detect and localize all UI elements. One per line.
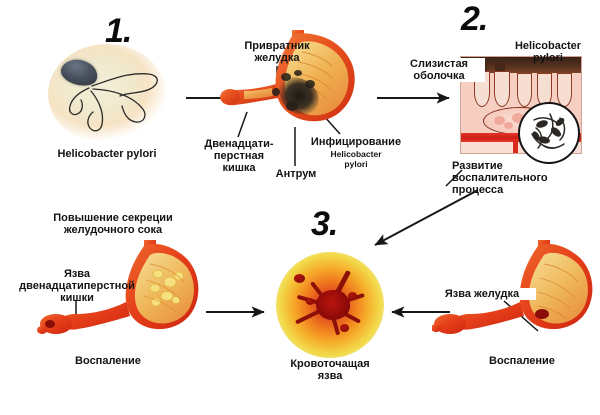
inflammatory-cell bbox=[512, 113, 524, 123]
hp-inset-caption: Helicobacter pylori bbox=[514, 40, 582, 64]
ulcer-petechia bbox=[306, 298, 314, 305]
ulcer-petechia bbox=[348, 292, 357, 300]
gastric-pit bbox=[557, 73, 572, 107]
gastric-pit bbox=[517, 73, 532, 107]
leader-inflammation-step2 bbox=[445, 169, 463, 187]
gastric-pit bbox=[494, 71, 510, 107]
bleeding-ulcer-label: Кровоточащая язва bbox=[290, 358, 370, 382]
mucosa-label: Слизистая оболочка bbox=[393, 58, 485, 82]
stomach-svg bbox=[220, 30, 355, 122]
bleeding-ulcer-icon bbox=[276, 252, 384, 358]
gastric-secretion-label: Повышение секреции желудочного сока bbox=[53, 212, 173, 236]
inflammatory-cell bbox=[504, 122, 513, 129]
infection-sub-label: Helicobacter pylori bbox=[330, 149, 382, 169]
pylorus-label: Привратник желудка bbox=[244, 40, 310, 64]
ulcer-petechia bbox=[294, 274, 305, 283]
helicobacter-cluster-icon bbox=[531, 113, 566, 149]
inflammation-right-label: Воспаление bbox=[489, 355, 555, 367]
bacterium-caption: Helicobacter pylori bbox=[57, 148, 157, 160]
ulcer-petechia bbox=[340, 324, 349, 332]
duodenum-label: Двенадцати- перстная кишка bbox=[204, 138, 274, 174]
inflammation-left-label: Воспаление bbox=[75, 355, 141, 367]
inflammatory-cell bbox=[494, 116, 505, 125]
leader-duodenum bbox=[237, 111, 248, 138]
helicobacter-bacterium-icon bbox=[48, 44, 166, 144]
step-number-3: 3. bbox=[311, 205, 338, 243]
gastric-ulcer-label: Язва желудка bbox=[428, 288, 536, 300]
ulcer-crater bbox=[316, 290, 350, 320]
stomach-gastric-ulcer-icon bbox=[431, 240, 598, 352]
antrum-label: Антрум bbox=[275, 168, 317, 180]
step-number-2: 2. bbox=[461, 0, 488, 38]
mucosa-lumen bbox=[461, 57, 581, 73]
vessel-branch bbox=[513, 141, 518, 153]
infection-label: Инфицирование bbox=[310, 136, 402, 148]
step-number-1: 1. bbox=[105, 12, 132, 50]
arrow-step2-to-step3 bbox=[374, 189, 479, 246]
stomach-right-svg bbox=[431, 240, 593, 334]
inflammation-development-label: Развитие воспалительного процесса bbox=[452, 160, 548, 196]
stomach-left-svg bbox=[37, 240, 199, 334]
duodenal-ulcer-label: Язва двенадцатиперстной кишки bbox=[19, 268, 135, 304]
stomach-duodenal-ulcer-icon bbox=[36, 240, 208, 350]
flagella-icon bbox=[68, 73, 158, 132]
helicobacter-inset-icon bbox=[518, 102, 580, 164]
stomach-anatomy-icon bbox=[220, 28, 380, 132]
